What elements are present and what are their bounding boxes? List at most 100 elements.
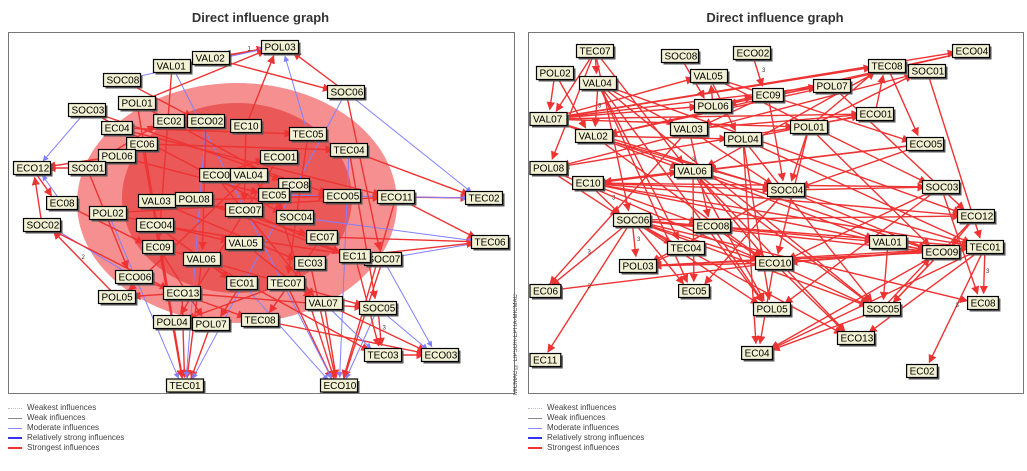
node-ec08[interactable]: EC08 (967, 295, 1001, 312)
node-eco06[interactable]: ECO06 (114, 269, 155, 286)
node-ec11[interactable]: EC11 (339, 248, 373, 265)
node-eco11[interactable]: ECO11 (376, 189, 417, 206)
node-pol06[interactable]: POL06 (97, 148, 138, 165)
node-tec08[interactable]: TEC08 (240, 312, 281, 329)
node-ec09[interactable]: EC09 (142, 239, 176, 256)
node-eco05[interactable]: ECO05 (905, 136, 946, 153)
node-ec04[interactable]: EC04 (100, 120, 135, 137)
node-eco07[interactable]: ECO07 (224, 202, 265, 219)
svg-text:VAL01: VAL01 (157, 62, 187, 73)
node-tec06[interactable]: TEC06 (470, 234, 511, 251)
node-pol02[interactable]: POL02 (535, 65, 576, 82)
node-tec05[interactable]: TEC05 (288, 126, 329, 143)
node-ec10[interactable]: EC10 (571, 175, 606, 192)
node-pol02[interactable]: POL02 (88, 205, 129, 222)
node-tec04[interactable]: TEC04 (329, 142, 370, 159)
node-soc03[interactable]: SOC03 (67, 102, 108, 119)
node-soc01[interactable]: SOC01 (907, 63, 948, 80)
node-pol01[interactable]: POL01 (789, 119, 830, 136)
node-ec10[interactable]: EC10 (230, 118, 264, 135)
legend-swatch (8, 447, 22, 449)
node-tec01[interactable]: TEC01 (965, 239, 1006, 256)
node-ec05[interactable]: EC05 (258, 187, 292, 204)
node-ec02[interactable]: EC02 (153, 113, 187, 130)
node-tec04[interactable]: TEC04 (666, 240, 707, 257)
node-eco01[interactable]: ECO01 (855, 106, 896, 123)
node-pol03[interactable]: POL03 (260, 39, 301, 56)
node-soc06[interactable]: SOC06 (326, 84, 367, 101)
node-eco12[interactable]: ECO12 (956, 208, 997, 225)
node-eco02[interactable]: ECO02 (186, 113, 227, 130)
node-ec01[interactable]: EC01 (226, 275, 260, 292)
node-ec09[interactable]: EC09 (752, 87, 786, 104)
node-pol07[interactable]: POL07 (191, 316, 232, 333)
node-pol03[interactable]: POL03 (618, 258, 659, 275)
node-ec02[interactable]: EC02 (906, 363, 940, 380)
node-eco12[interactable]: ECO12 (12, 160, 53, 177)
node-val02[interactable]: VAL02 (574, 128, 615, 145)
node-eco04[interactable]: ECO04 (135, 217, 176, 234)
node-eco10[interactable]: ECO10 (754, 255, 795, 272)
node-pol01[interactable]: POL01 (117, 95, 158, 112)
node-eco03[interactable]: ECO03 (420, 347, 461, 364)
node-soc06[interactable]: SOC06 (612, 212, 653, 229)
node-eco02[interactable]: ECO02 (732, 45, 773, 62)
node-val03[interactable]: VAL03 (137, 193, 178, 210)
node-pol04[interactable]: POL04 (723, 131, 764, 148)
node-val06[interactable]: VAL06 (673, 163, 714, 180)
node-pol05[interactable]: POL05 (752, 301, 793, 318)
node-eco01[interactable]: ECO01 (259, 149, 300, 166)
node-soc05[interactable]: SOC05 (358, 300, 399, 317)
node-eco05[interactable]: ECO05 (322, 188, 363, 205)
node-tec07[interactable]: TEC07 (266, 275, 307, 292)
node-pol04[interactable]: POL04 (152, 314, 193, 331)
node-val04[interactable]: VAL04 (578, 75, 619, 92)
node-pol06[interactable]: POL06 (693, 98, 734, 115)
node-eco13[interactable]: ECO13 (162, 285, 203, 302)
node-val01[interactable]: VAL01 (868, 234, 909, 251)
node-ec06[interactable]: EC06 (125, 136, 160, 153)
node-eco04[interactable]: ECO04 (951, 43, 992, 60)
node-ec07[interactable]: EC07 (306, 229, 340, 246)
node-ec11[interactable]: EC11 (529, 352, 563, 369)
node-val02[interactable]: VAL02 (191, 50, 232, 67)
node-pol08[interactable]: POL08 (529, 160, 569, 177)
node-eco0[interactable]: ECO0 (199, 167, 233, 184)
node-eco13[interactable]: ECO13 (836, 330, 877, 347)
left-graph-frame: 31123POL03SOC08VAL01VAL02SOC03POL01EC02E… (8, 32, 515, 394)
node-soc02[interactable]: SOC02 (22, 217, 63, 234)
node-ec08[interactable]: EC08 (45, 195, 80, 212)
node-pol08[interactable]: POL08 (174, 191, 215, 208)
node-eco08[interactable]: ECO08 (692, 218, 733, 235)
node-soc04[interactable]: SOC04 (766, 182, 807, 199)
node-tec03[interactable]: TEC03 (363, 347, 404, 364)
node-val03[interactable]: VAL03 (669, 121, 710, 138)
node-soc04[interactable]: SOC04 (275, 209, 316, 226)
node-soc01[interactable]: SOC01 (67, 160, 108, 177)
node-soc08[interactable]: SOC08 (102, 72, 143, 89)
node-tec01[interactable]: TEC01 (165, 378, 206, 393)
node-ec05[interactable]: EC05 (678, 283, 712, 300)
node-ec04[interactable]: EC04 (741, 345, 775, 362)
node-soc03[interactable]: SOC03 (921, 179, 962, 196)
node-val01[interactable]: VAL01 (152, 58, 193, 75)
node-val07[interactable]: VAL07 (304, 295, 345, 312)
svg-text:EC03: EC03 (298, 259, 323, 270)
node-tec07[interactable]: TEC07 (575, 43, 616, 60)
node-val05[interactable]: VAL05 (224, 235, 265, 252)
node-pol05[interactable]: POL05 (97, 289, 138, 306)
node-tec02[interactable]: TEC02 (464, 190, 505, 207)
node-soc08[interactable]: SOC08 (660, 48, 701, 65)
node-eco09[interactable]: ECO09 (921, 244, 962, 261)
node-soc05[interactable]: SOC05 (862, 301, 903, 318)
node-ec06[interactable]: EC06 (529, 283, 563, 300)
node-pol07[interactable]: POL07 (812, 78, 853, 95)
node-val07[interactable]: VAL07 (529, 111, 569, 128)
node-val05[interactable]: VAL05 (689, 68, 730, 85)
edge-tec08-eco05 (886, 65, 919, 137)
node-ec03[interactable]: EC03 (294, 255, 328, 272)
node-tec08[interactable]: TEC08 (867, 58, 908, 75)
node-eco10[interactable]: ECO10 (319, 378, 360, 393)
node-val04[interactable]: VAL04 (229, 167, 270, 184)
node-val06[interactable]: VAL06 (182, 251, 223, 268)
